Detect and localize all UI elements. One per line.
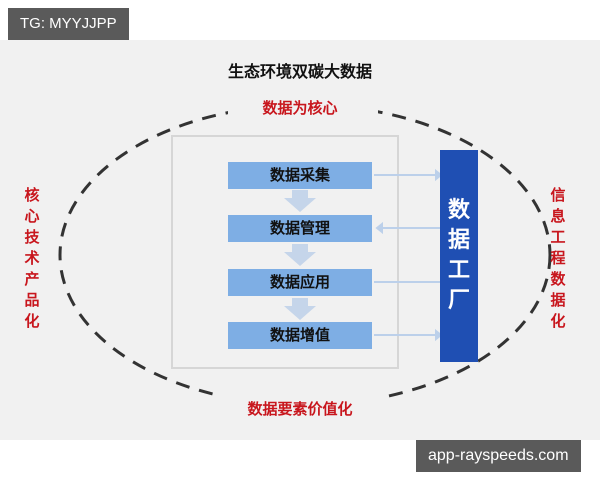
diagram-title: 生态环境双碳大数据	[227, 62, 372, 81]
bottom-label: 数据要素价值化	[247, 400, 353, 418]
watermark-top: TG: MYYJJPP	[8, 8, 129, 40]
data-factory-label: 数据工厂	[447, 198, 470, 313]
core-label: 数据为核心	[262, 99, 338, 117]
connector-lines	[374, 168, 443, 342]
data-factory-bar: 数据工厂	[440, 150, 478, 362]
step-box-value: 数据增值	[228, 322, 372, 349]
step-box-manage: 数据管理	[228, 215, 372, 242]
step-box-apply: 数据应用	[228, 269, 372, 296]
watermark-bottom: app-rayspeeds.com	[416, 440, 581, 472]
left-vertical-label: 核心技术产品化	[24, 186, 40, 330]
down-arrows	[284, 190, 316, 320]
right-vertical-label: 信息工程数据化	[550, 186, 566, 330]
step-box-collect: 数据采集	[228, 162, 372, 189]
